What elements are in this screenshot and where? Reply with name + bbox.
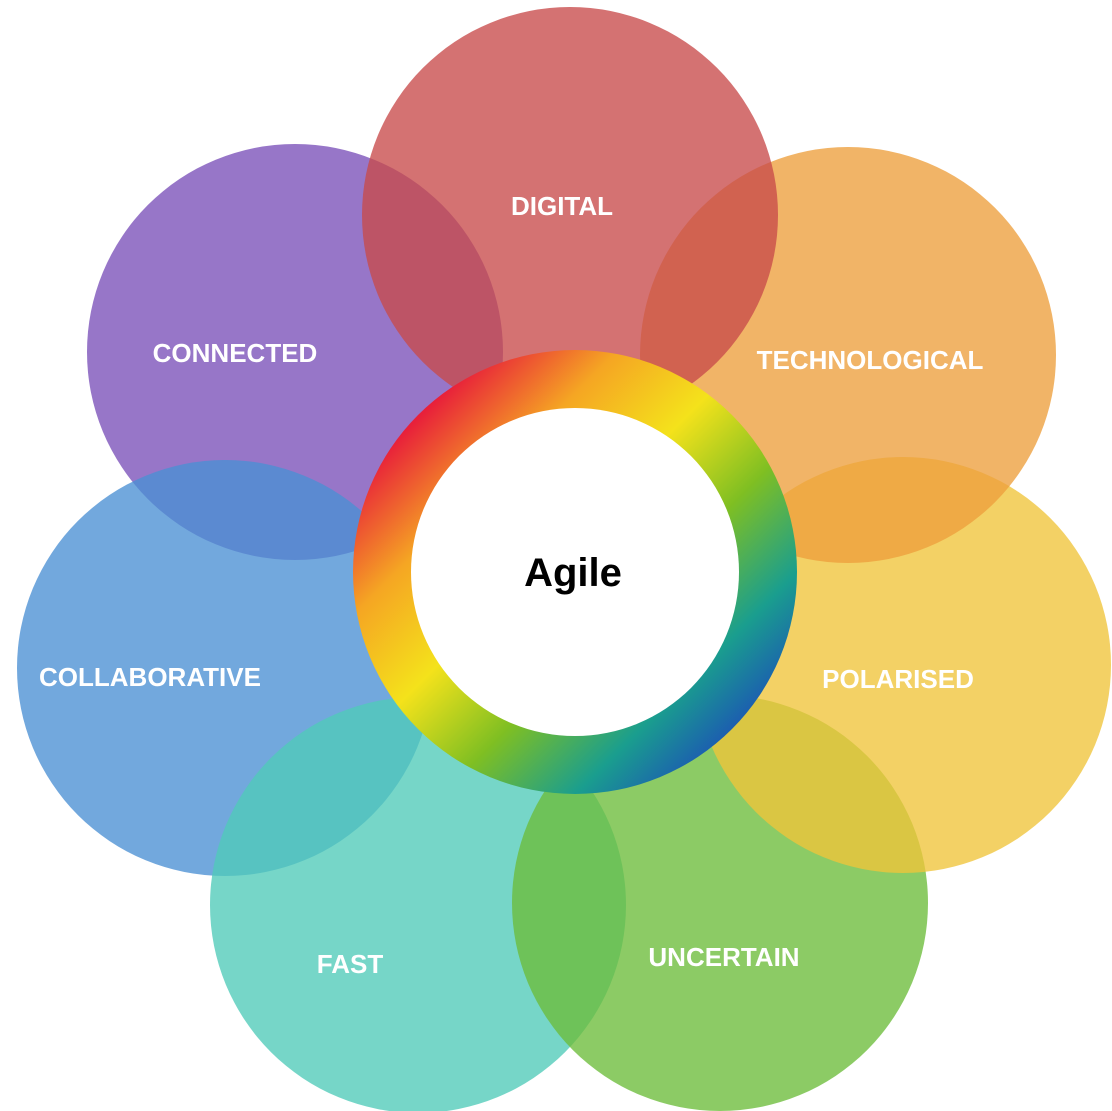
label-digital: DIGITAL [511,191,613,221]
petal-fast [210,697,626,1111]
petal-polarised [695,457,1111,873]
label-fast: FAST [317,949,384,979]
label-technological: TECHNOLOGICAL [757,345,984,375]
petal-digital [362,7,778,423]
petals [17,7,1111,1111]
label-polarised: POLARISED [822,664,974,694]
petal-labels: DIGITAL TECHNOLOGICAL POLARISED UNCERTAI… [39,191,983,979]
center-disc [411,408,739,736]
label-uncertain: UNCERTAIN [648,942,799,972]
label-collaborative: COLLABORATIVE [39,662,261,692]
center-label: Agile [524,551,622,595]
label-connected: CONNECTED [153,338,318,368]
center-hub: Agile [353,350,797,794]
